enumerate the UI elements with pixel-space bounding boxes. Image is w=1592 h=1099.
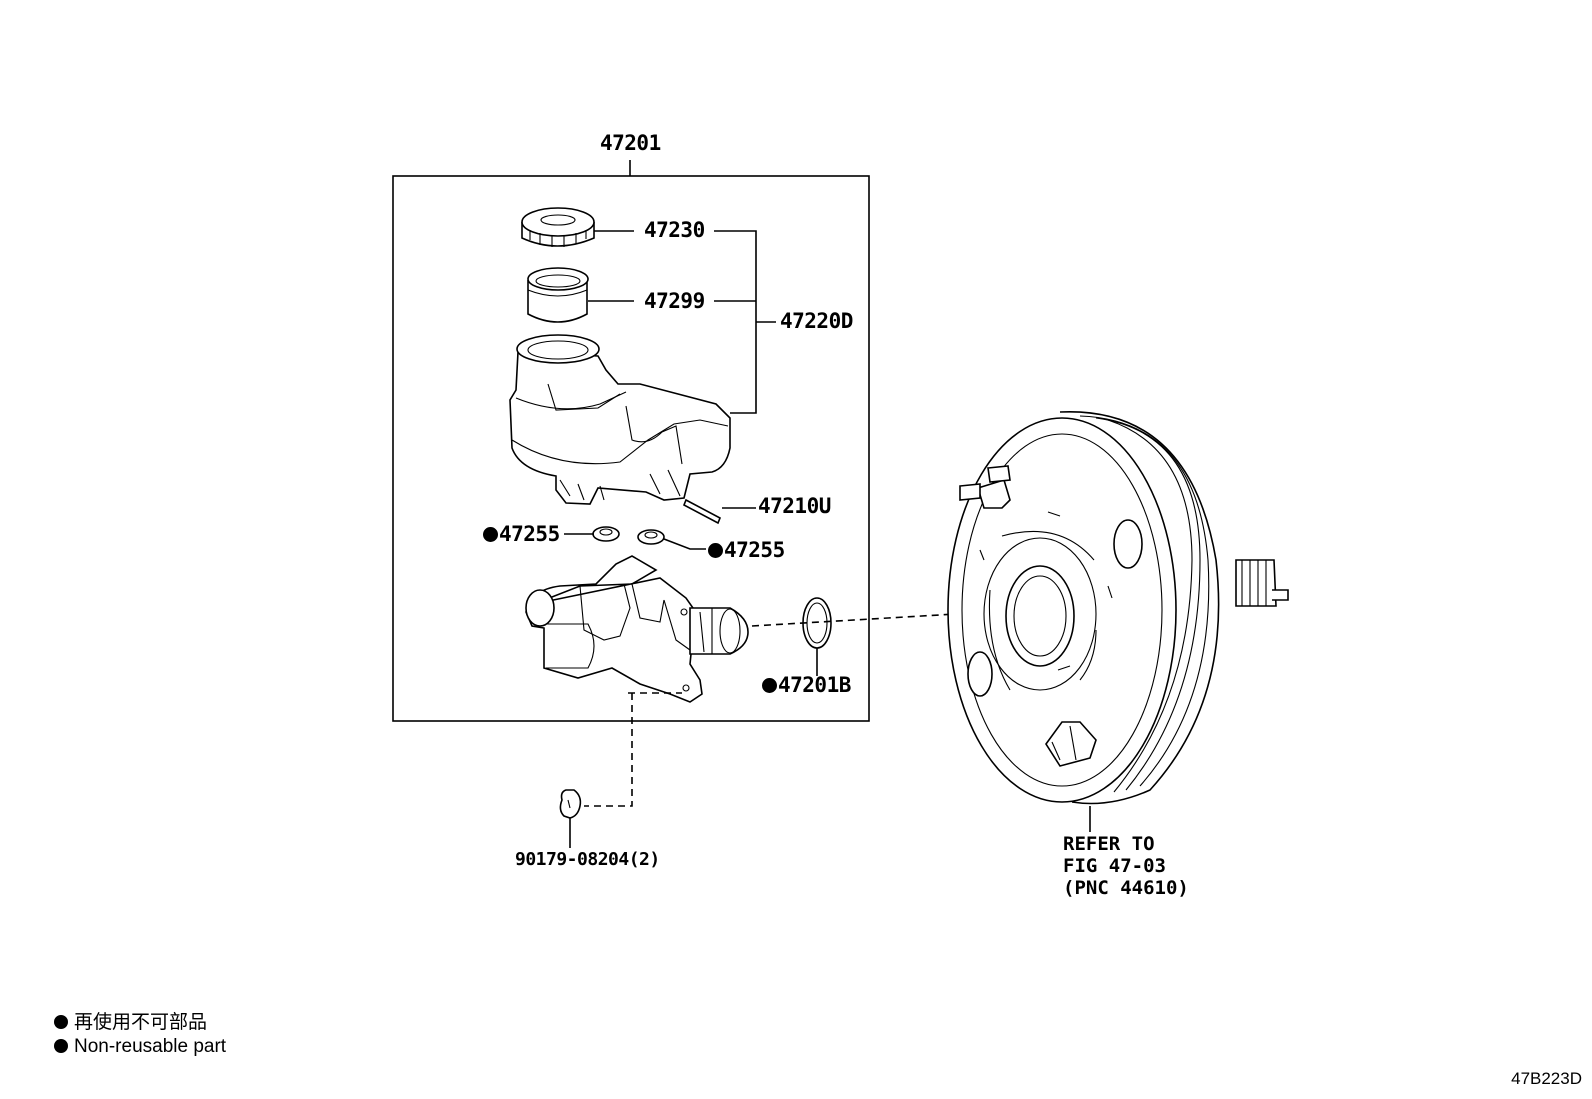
master-cylinder [525,555,749,703]
assembly-frame [392,175,870,722]
label-nut: 90179-08204(2) [515,849,660,870]
reservoir-pin [682,498,722,525]
grommet-right [637,529,665,545]
legend-japanese-text: 再使用不可部品 [74,1012,208,1033]
reservoir-tank [509,334,731,505]
refer-note-line-2: FIG 47-03 [1063,855,1166,877]
refer-note-line-3: (PNC 44610) [1063,877,1189,899]
legend-english-text: Non-reusable part [74,1036,227,1057]
label-o-ring: 47201B [762,675,851,696]
non-reusable-dot-icon [708,543,723,558]
non-reusable-dot-icon [54,1039,68,1053]
grommet-left [592,526,620,542]
mounting-nut [559,789,582,819]
label-cap: 47230 [644,218,705,242]
label-strainer: 47299 [644,289,705,313]
reservoir-bracket [714,230,776,414]
figure-code: 47B223D [1511,1069,1582,1088]
non-reusable-dot-icon [762,678,777,693]
center-line [751,609,1025,627]
grommet-left-number: 47255 [499,522,560,546]
label-grommet-right: 47255 [708,540,785,561]
non-reusable-dot-icon [483,527,498,542]
refer-note-line-1: REFER TO [1063,833,1155,855]
brake-booster [947,411,1289,805]
grommet-right-number: 47255 [724,538,785,562]
legend-english: Non-reusable part [54,1037,226,1056]
label-reservoir-sub-assy: 47220D [780,309,853,333]
mounting-nut-leader [584,692,682,807]
non-reusable-dot-icon [54,1015,68,1029]
legend-japanese: 再使用不可部品 [54,1013,207,1032]
grommet-right-leader [663,538,706,550]
label-pin: 47210U [758,494,831,518]
reservoir-cap [521,207,595,247]
reservoir-strainer [527,267,589,323]
label-grommet-left: 47255 [483,524,560,545]
o-ring-number: 47201B [778,673,851,697]
label-assembly: 47201 [600,131,661,155]
o-ring [802,597,832,649]
